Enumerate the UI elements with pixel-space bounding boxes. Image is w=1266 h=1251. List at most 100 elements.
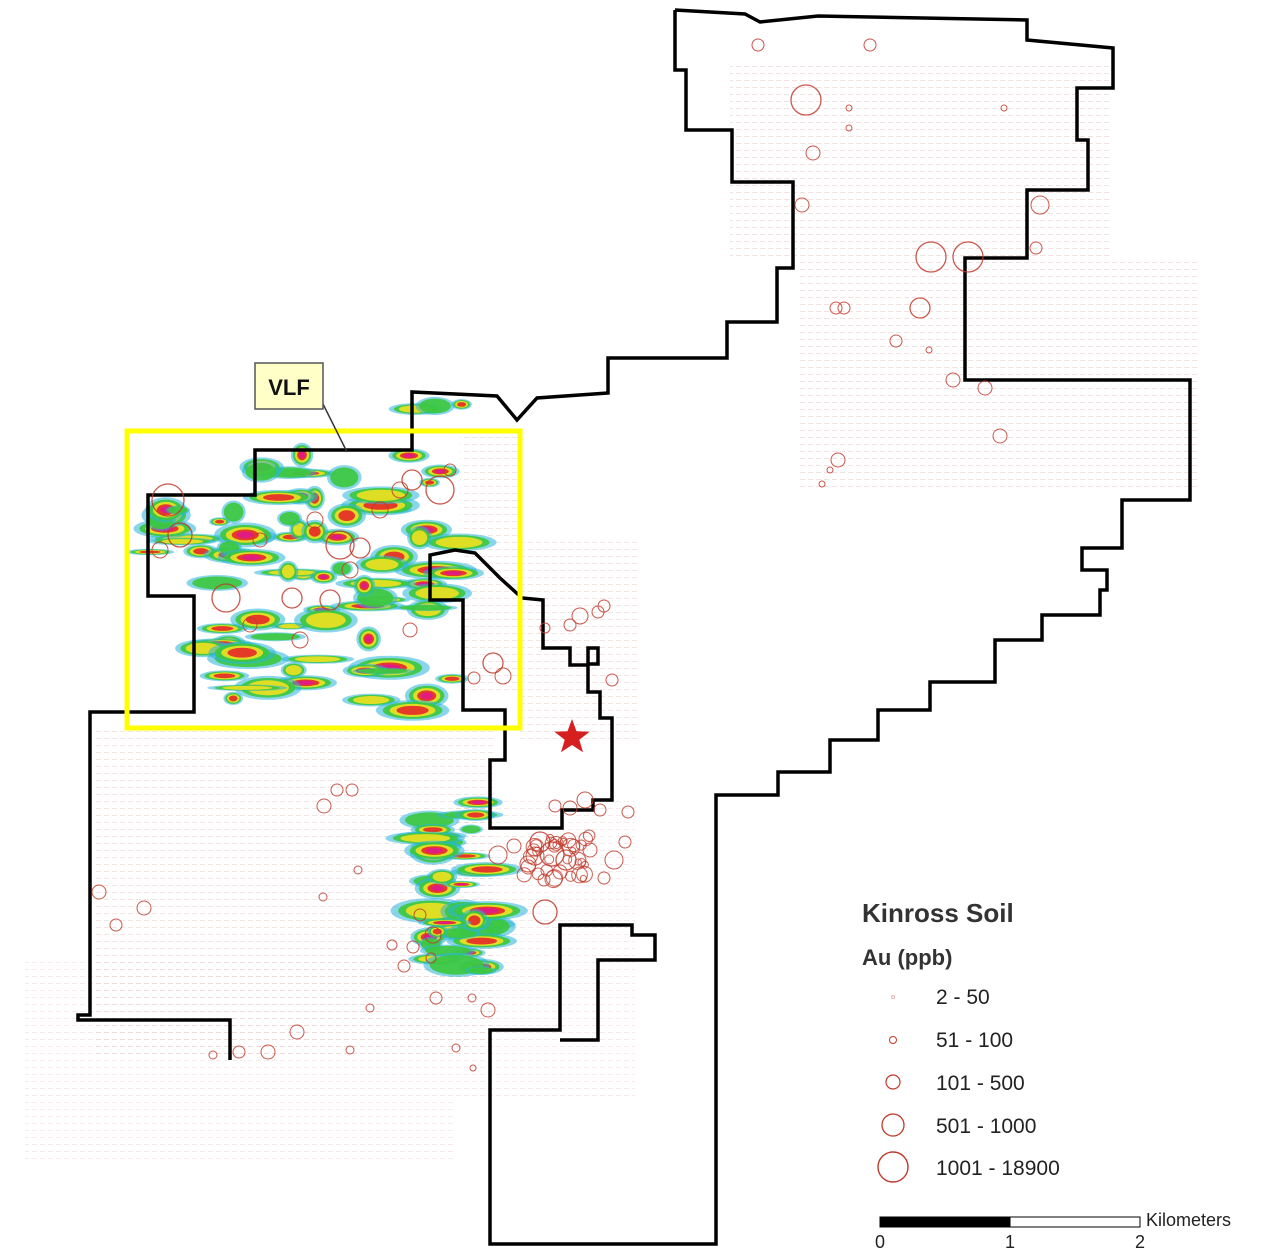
legend-item-2: 51 - 100 [936, 1029, 1013, 1052]
vlf-blob [420, 692, 433, 700]
legend: Kinross Soil Au (ppb) 2 - 50 51 - 100 10… [862, 898, 1060, 1183]
sample-circle [582, 829, 596, 842]
vlf-blob [461, 825, 481, 834]
sample-circle [506, 838, 522, 854]
sample-circle [544, 854, 555, 865]
sample-circle [109, 918, 123, 932]
sample-circle [571, 866, 588, 884]
sample-circle [845, 104, 853, 112]
sample-circle [291, 631, 309, 649]
vlf-highlight-box [124, 428, 523, 731]
sample-circle [945, 372, 961, 388]
legend-item-4: 501 - 1000 [936, 1115, 1036, 1138]
vlf-blob [285, 665, 302, 676]
sample-circle [557, 836, 568, 847]
sample-circle [469, 1064, 477, 1072]
vlf-blob [250, 633, 301, 641]
sample-circle [563, 618, 577, 632]
sample-circle [349, 537, 371, 559]
sample-circle [424, 926, 442, 944]
sample-circle [330, 783, 344, 797]
vlf-blob [444, 571, 463, 576]
sample-circle [544, 870, 563, 889]
sample-circle [371, 501, 389, 519]
sample-circle [281, 587, 303, 609]
sample-circle [531, 867, 545, 881]
sample-circle [345, 783, 359, 797]
vlf-blob [415, 586, 459, 600]
legend-symbol-1 [891, 995, 895, 999]
sample-circle [353, 865, 363, 875]
sample-circle [167, 522, 193, 548]
sample-circle [604, 850, 624, 870]
star-icon [554, 719, 590, 753]
sample-circle [211, 583, 241, 613]
sample-circle [605, 673, 619, 687]
scale-tick-2: 2 [1135, 1232, 1145, 1251]
vlf-blob [338, 510, 356, 522]
sample-circle [751, 38, 765, 52]
vlf-blob [294, 656, 341, 663]
vlf-blob [432, 871, 452, 882]
sample-circle [621, 805, 635, 819]
legend-subtitle: Au (ppb) [862, 945, 952, 970]
sample-circle [319, 589, 341, 611]
legend-item-3: 101 - 500 [936, 1072, 1025, 1095]
vlf-blob [167, 506, 188, 514]
vlf-blob [419, 398, 451, 414]
sample-circle [480, 1002, 496, 1018]
sample-circle [494, 667, 512, 685]
legend-symbol-5 [877, 1151, 909, 1183]
sample-circle [1000, 104, 1008, 112]
sample-circle [425, 952, 437, 964]
sample-circle [952, 241, 984, 273]
sample-circle [406, 940, 420, 954]
sample-circle [482, 652, 504, 674]
vlf-blob [435, 536, 483, 548]
sample-circle [316, 798, 332, 814]
boundary-north-east [488, 8, 1192, 1246]
vlf-blob [353, 696, 390, 705]
sample-lines [25, 60, 1200, 1160]
sample-circle [325, 530, 355, 560]
vlf-blob [442, 928, 477, 939]
legend-item-5: 1001 - 18900 [936, 1157, 1060, 1180]
sample-circle [805, 145, 821, 161]
sample-circle [539, 622, 551, 634]
boundary-small-parcel [586, 646, 600, 666]
sample-circle [306, 511, 324, 529]
sample-circle [341, 561, 359, 579]
sample-circle [345, 1045, 355, 1055]
sample-circle [467, 671, 481, 685]
sample-circle [564, 870, 577, 882]
sample-circle [909, 297, 931, 319]
sample-circle [818, 480, 826, 488]
sample-circle [151, 541, 169, 559]
sample-circle [578, 831, 594, 847]
sample-circle [365, 1003, 375, 1013]
sample-circle [242, 617, 258, 633]
vlf-blob [211, 626, 234, 631]
vlf-blob [468, 966, 494, 975]
sample-circle [1029, 241, 1043, 255]
vlf-blob [245, 614, 270, 625]
vlf-blob [423, 827, 443, 833]
sample-circle [977, 380, 993, 396]
vlf-blob [296, 680, 315, 685]
sample-circle [545, 869, 564, 887]
boundary-inner [428, 548, 614, 830]
sample-circle [581, 860, 589, 869]
legend-item-1: 2 - 50 [936, 986, 990, 1009]
vlf-blob [400, 834, 451, 843]
sample-circle [391, 481, 409, 499]
vlf-blob [308, 526, 321, 537]
sample-circle [576, 791, 594, 809]
vlf-callout-label: VLF [268, 375, 310, 400]
vlf-blob [192, 576, 243, 590]
sample-circle [889, 334, 903, 348]
vlf-blob [431, 885, 444, 892]
vlf-blob [437, 921, 453, 924]
sample-circle [252, 532, 268, 548]
vlf-blob [365, 635, 373, 643]
sample-circle [574, 858, 582, 866]
